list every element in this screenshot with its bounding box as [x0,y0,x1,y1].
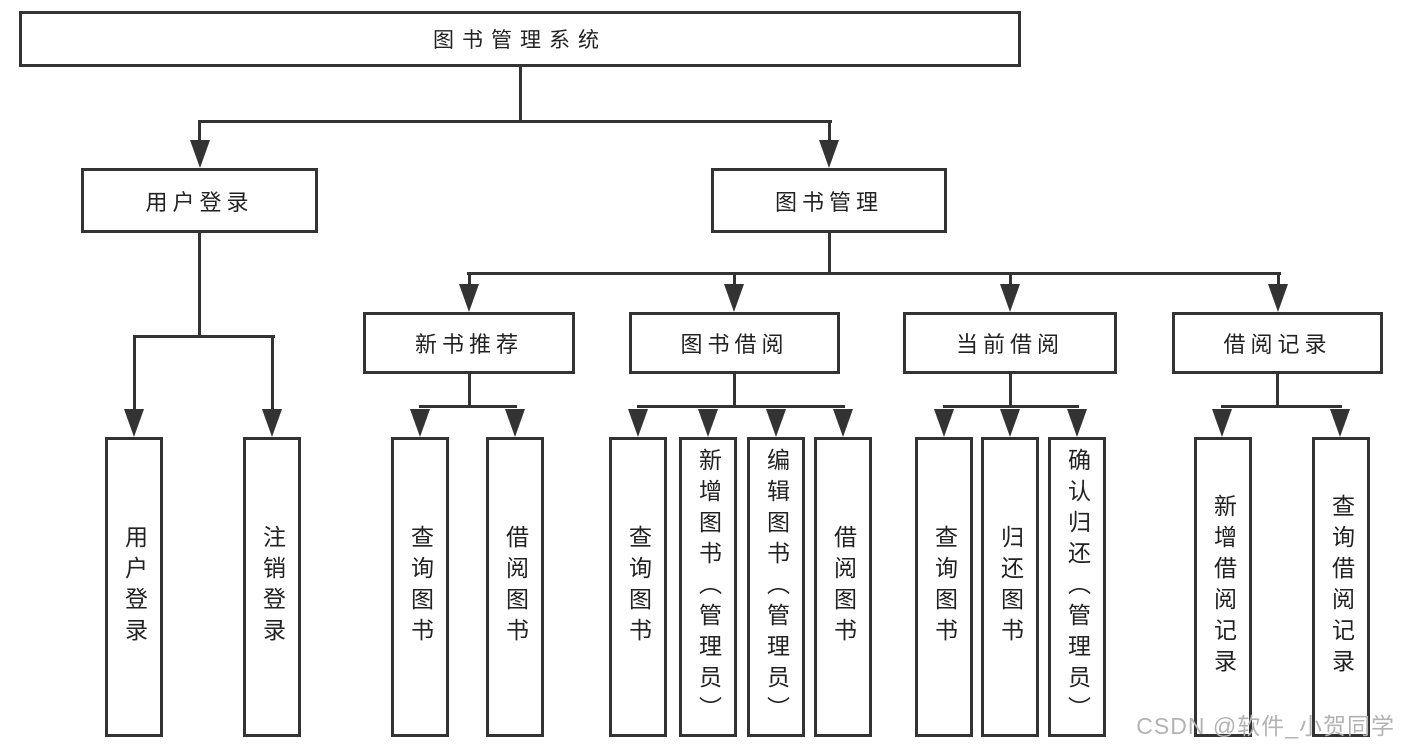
leaf-borrow-book-2: 借阅图书 [814,437,872,737]
arrowhead-down-icon [1000,409,1020,437]
connector-l2-horizontal [198,120,832,123]
csdn-watermark: CSDN @软件_小贺同学 [1136,713,1395,739]
connector-new-book-horizontal [419,405,517,408]
arrowhead-down-icon [766,409,786,437]
connector-user-login-drop1 [133,335,136,411]
leaf-add-borrow-record: 新增借阅记录 [1194,437,1252,737]
connector-borrow-records-stub [1276,374,1279,408]
leaf-return-book: 归还图书 [981,437,1039,737]
connector-current-borrow-stub [1009,374,1012,408]
connector-l3-drop3 [1009,272,1012,288]
arrowhead-down-icon [833,409,853,437]
connector-book-borrow-horizontal [637,405,845,408]
arrowhead-down-icon [459,284,479,312]
arrowhead-down-icon [124,409,144,437]
leaf-user-login: 用户登录 [105,437,163,737]
arrowhead-down-icon [262,409,282,437]
connector-l2-left-drop [198,120,201,143]
connector-user-login-horizontal [133,335,275,338]
leaf-query-book-3: 查询图书 [915,437,973,737]
connector-l3-drop4 [1277,272,1280,288]
arrowhead-down-icon [934,409,954,437]
connector-current-borrow-horizontal [943,405,1079,408]
node-new-book-recommend: 新书推荐 [363,312,575,374]
connector-book-mgmt-stub [828,233,831,275]
arrowhead-down-icon [628,409,648,437]
node-book-borrow: 图书借阅 [629,312,840,374]
connector-l3-drop1 [468,272,471,288]
arrowhead-down-icon [1268,284,1288,312]
node-current-borrow: 当前借阅 [903,312,1117,374]
leaf-confirm-return-admin: 确认归还（管理员） [1048,437,1106,737]
arrowhead-down-icon [724,284,744,312]
leaf-query-book-2: 查询图书 [609,437,667,737]
arrowhead-down-icon [1330,409,1350,437]
connector-root-stub [519,67,522,123]
arrowhead-down-icon [505,409,525,437]
arrowhead-down-icon [698,409,718,437]
arrowhead-down-icon [190,140,210,168]
arrowhead-down-icon [410,409,430,437]
connector-new-book-stub [468,374,471,408]
node-root: 图书管理系统 [19,11,1021,67]
leaf-query-borrow-record: 查询借阅记录 [1312,437,1370,737]
connector-user-login-stub [198,233,201,337]
connector-l3-drop2 [733,272,736,288]
leaf-query-book-1: 查询图书 [391,437,449,737]
leaf-add-book-admin: 新增图书（管理员） [679,437,737,737]
arrowhead-down-icon [1000,284,1020,312]
connector-l3-horizontal [467,272,1281,275]
leaf-edit-book-admin: 编辑图书（管理员） [747,437,805,737]
leaf-logout: 注销登录 [243,437,301,737]
node-book-management: 图书管理 [711,168,947,233]
connector-user-login-drop2 [271,335,274,411]
arrowhead-down-icon [1067,409,1087,437]
leaf-borrow-book-1: 借阅图书 [486,437,544,737]
node-borrow-records: 借阅记录 [1172,312,1383,374]
connector-book-borrow-stub [733,374,736,408]
node-user-login: 用户登录 [81,168,318,233]
connector-l2-right-drop [828,120,831,145]
connector-borrow-records-horizontal [1221,405,1342,408]
arrowhead-down-icon [1212,409,1232,437]
arrowhead-down-icon [819,140,839,168]
